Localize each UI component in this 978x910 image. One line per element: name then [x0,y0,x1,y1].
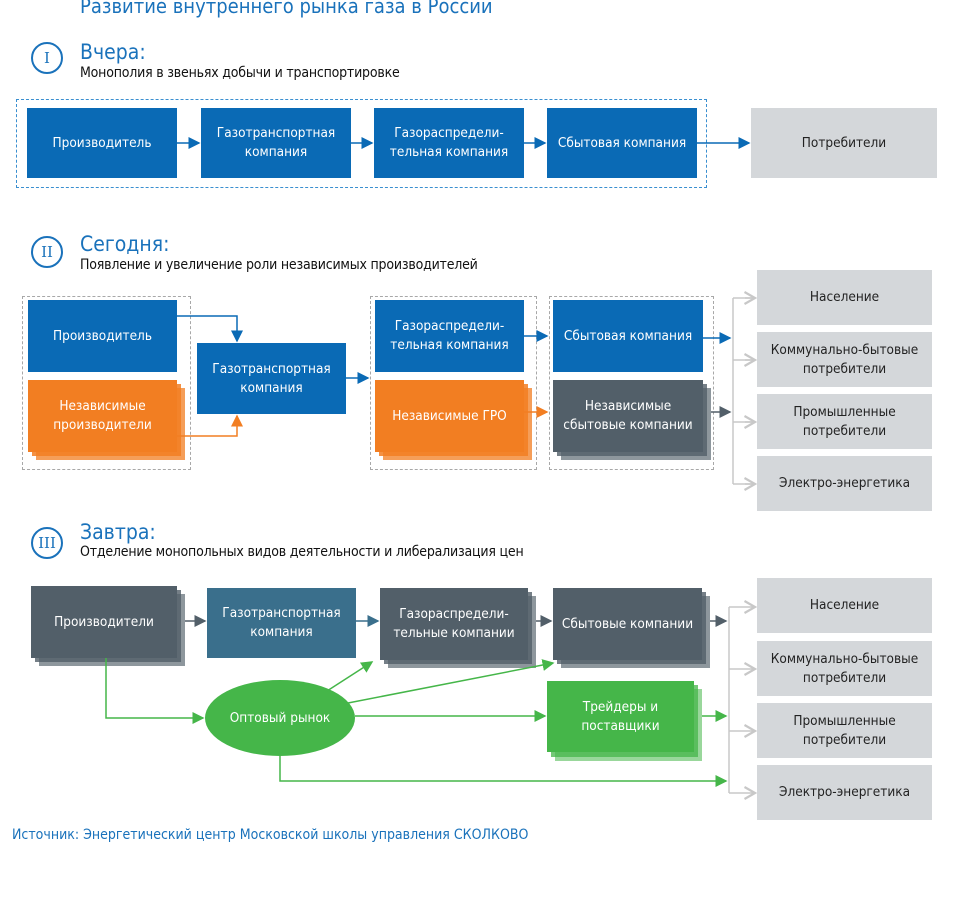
section-heading: Завтра: [80,520,156,544]
consumer-municipal: Коммунально-бытовые потребители [757,641,932,696]
section-heading: Вчера: [80,40,146,64]
arrow [105,658,205,724]
box-distribution: Газораспредели-тельные компании [380,588,528,660]
section-numeral: I [31,42,63,74]
arrow [279,756,728,787]
section-numeral: III [31,527,63,559]
arrow [326,661,374,692]
box-independent-producers: Независимые производители [28,380,177,452]
box-consumers: Потребители [751,108,937,178]
box-producers: Производители [31,586,177,658]
consumer-power: Электро-энергетика [757,765,932,820]
consumer-population: Население [757,578,932,633]
box-transport: Газотранспортная компания [207,588,356,658]
box-independent-gro: Независимые ГРО [375,380,524,452]
diagram-title: Развитие внутреннего рынка газа в России [80,0,493,18]
box-traders: Трейдеры и поставщики [547,681,694,752]
box-sales: Сбытовая компания [547,108,697,178]
box-sales: Сбытовая компания [553,300,703,372]
section-heading: Сегодня: [80,232,170,256]
box-distribution: Газораспредели-тельная компания [374,108,524,178]
section-subtitle: Отделение монопольных видов деятельности… [80,544,524,560]
producers-group [22,296,191,470]
sales-group [549,296,714,470]
box-producer: Производитель [27,108,177,178]
arrow [177,315,243,343]
consumer-municipal: Коммунально-бытовые потребители [757,332,932,387]
consumer-industrial: Промышленные потребители [757,394,932,449]
consumer-industrial: Промышленные потребители [757,703,932,758]
box-producer: Производитель [28,300,177,372]
box-distribution: Газораспредели-тельная компания [375,300,524,372]
box-sales: Сбытовые компании [553,588,702,660]
section-subtitle: Монополия в звеньях добычи и транспортир… [80,65,400,81]
box-independent-sales: Независимые сбытовые компании [553,380,703,452]
arrow [347,659,555,704]
wholesale-market: Оптовый рынок [205,680,355,756]
consumer-population: Население [757,270,932,325]
bracket-ticks [733,297,755,485]
arrow [177,414,243,437]
consumer-power: Электро-энергетика [757,456,932,511]
section-subtitle: Появление и увеличение роли независимых … [80,257,478,273]
source-note: Источник: Энергетический центр Московско… [12,827,529,843]
box-transport: Газотранспортная компания [197,343,346,414]
box-transport: Газотранспортная компания [201,108,351,178]
distribution-group [370,296,537,470]
section-numeral: II [31,236,63,268]
